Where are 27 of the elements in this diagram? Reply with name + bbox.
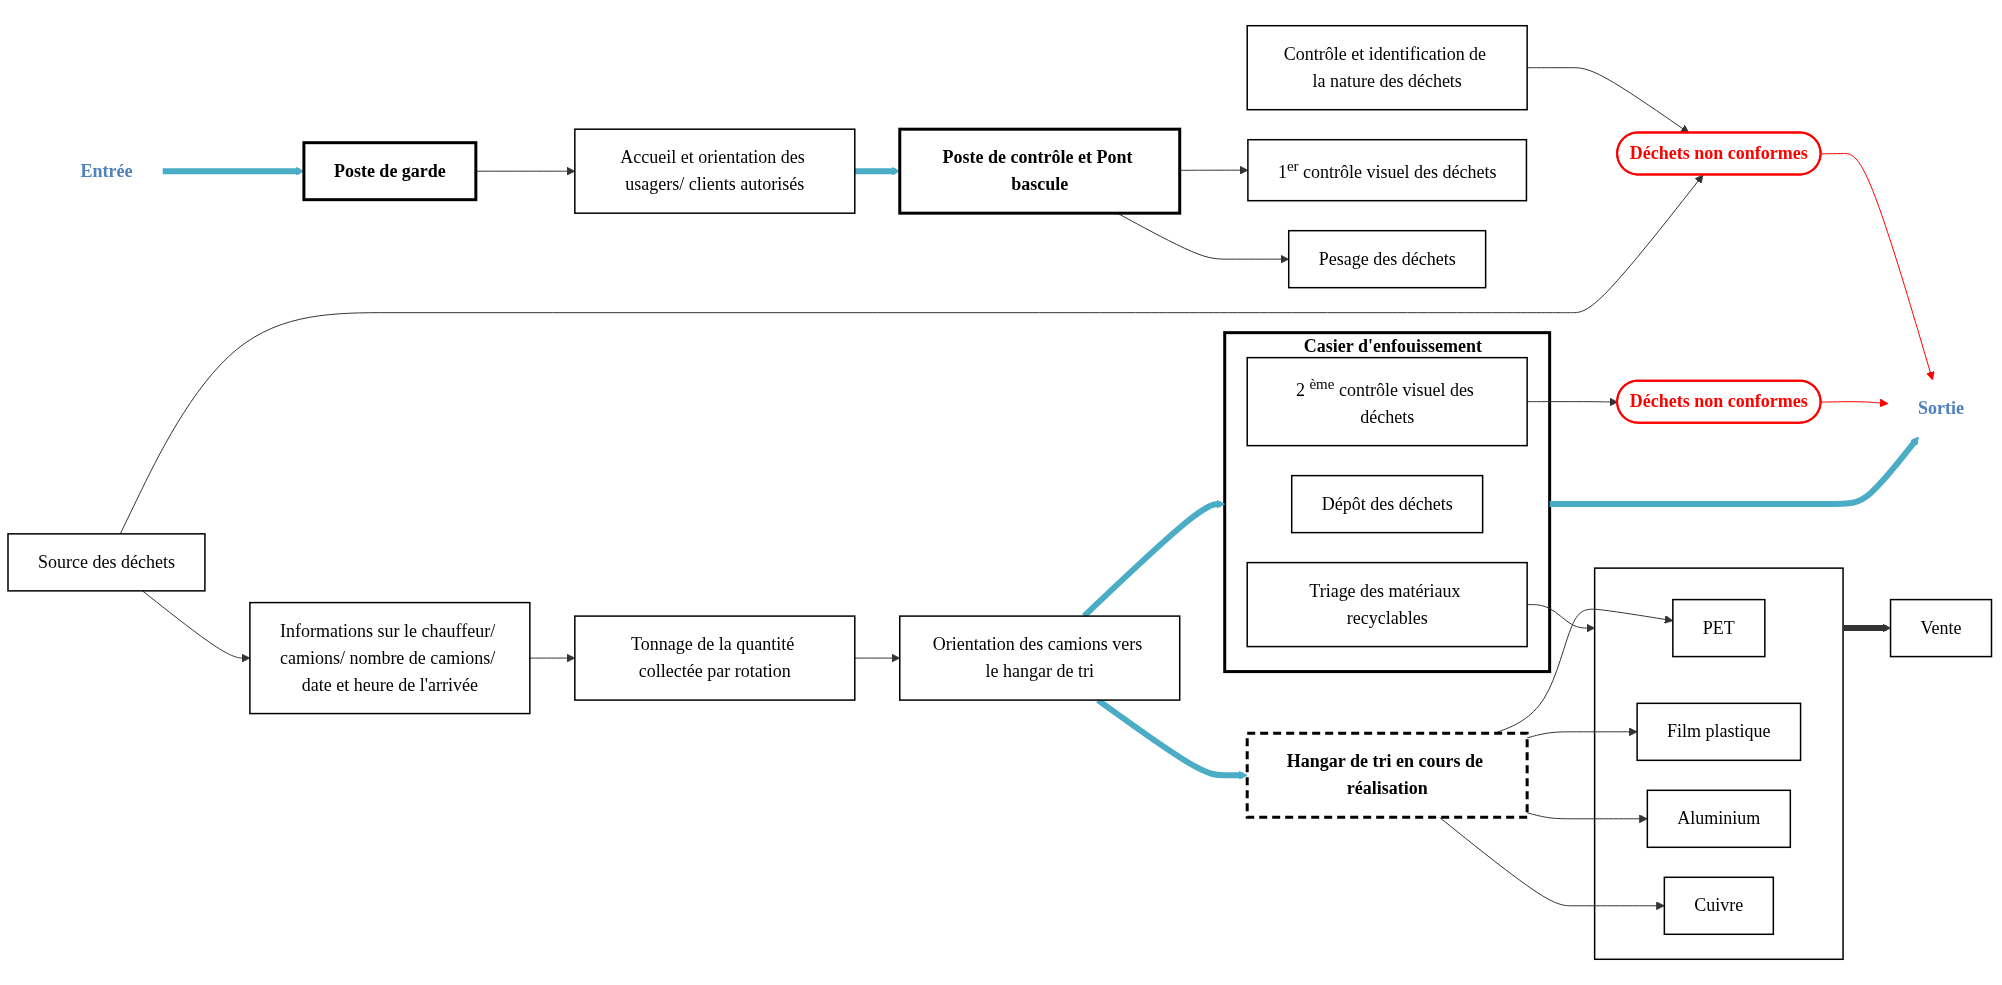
node-box: Pesage des déchets [1287, 229, 1487, 289]
node-box: 1$^{er}$ contrôle visuel des déchets [1247, 138, 1528, 202]
node-box: Poste de garde [302, 141, 478, 202]
node-box: Contrôle et identification de la nature des déchets [1246, 24, 1528, 111]
arrow [1843, 623, 1891, 633]
node-box: Aluminium [1646, 789, 1792, 849]
node-box: Poste de contrôle et Pont bascule [898, 127, 1182, 215]
node-box: Orientation des camions vers le hangar de tri [899, 615, 1181, 701]
node-box: Triage des matériaux recyclables [1246, 561, 1528, 648]
node-box: Vente [1889, 598, 1993, 658]
node-box: Tonnage de la quantité collectée par rotation [574, 615, 856, 701]
node-text: Sortie [1918, 397, 1965, 418]
node-box: Accueil et orientation des usagers/ clients autorisés [574, 128, 856, 214]
node-box: Cuivre [1663, 876, 1775, 936]
node-box: Source des déchets [7, 533, 206, 592]
arrow [1549, 436, 1919, 508]
arrow [1820, 398, 1889, 408]
arrow [119, 174, 1704, 535]
node-box: Hangar de tri en cours de réalisation [1245, 731, 1529, 819]
node-box: 2 $^{ème}$ contrôle visuel des déchets [1246, 356, 1528, 447]
arrow [1820, 153, 1935, 381]
cluster [1593, 567, 1844, 961]
node-box: Film plastique [1636, 702, 1802, 762]
node-box: PET [1672, 598, 1766, 658]
node-box: Dépôt des déchets [1290, 474, 1484, 534]
node-box: Informations sur le chauffeur/ camions/ nombre de camions/ date et heure de l'arrivée [249, 601, 531, 715]
node-text: Entrée [80, 160, 133, 181]
